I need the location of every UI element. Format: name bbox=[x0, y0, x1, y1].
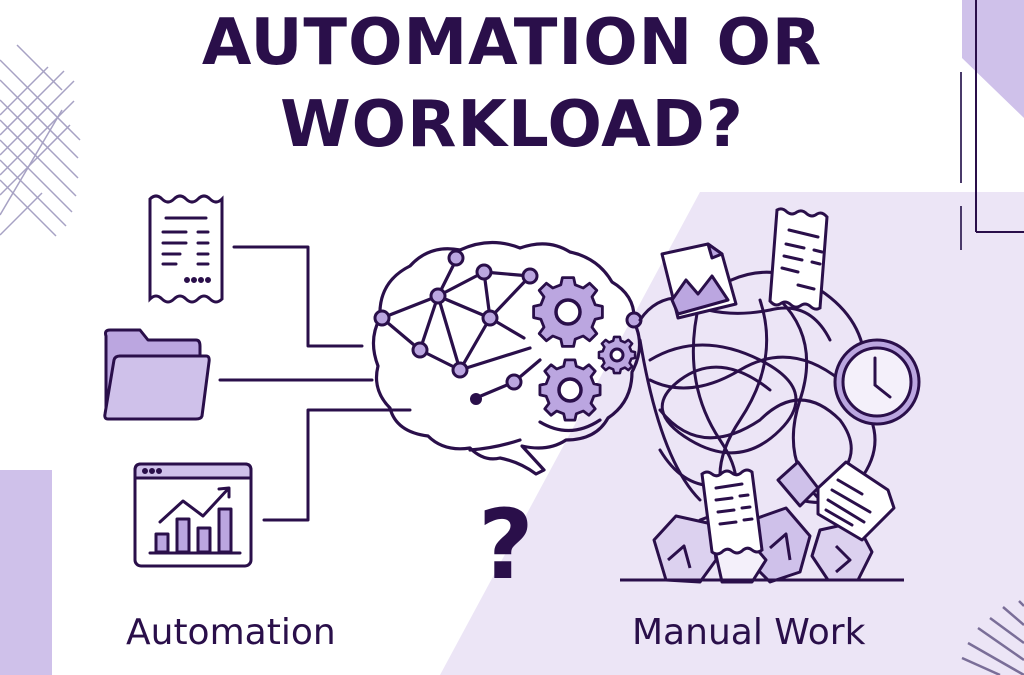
folder-icon bbox=[103, 328, 211, 421]
image-document-icon bbox=[660, 242, 738, 320]
gear-icon bbox=[597, 335, 637, 375]
manual-work-label: Manual Work bbox=[632, 612, 866, 653]
receipt-icon bbox=[768, 207, 829, 311]
page-title: AUTOMATION OR WORKLOAD? bbox=[0, 2, 1024, 166]
automation-label: Automation bbox=[126, 612, 336, 653]
chart-window-icon bbox=[133, 462, 253, 568]
network-end-node bbox=[470, 393, 482, 405]
gear-icon bbox=[532, 276, 604, 348]
gear-icon bbox=[538, 358, 602, 422]
stripe-pattern bbox=[961, 600, 1024, 675]
question-mark: ? bbox=[478, 489, 534, 601]
crosshatch-pattern bbox=[0, 44, 81, 237]
title-line-2: WORKLOAD? bbox=[280, 88, 744, 162]
receipt-icon bbox=[148, 194, 224, 304]
clock-icon bbox=[833, 338, 921, 426]
document-icon bbox=[776, 460, 896, 542]
brain-network-icon bbox=[371, 240, 642, 476]
receipt-icon bbox=[700, 468, 764, 556]
title-line-1: AUTOMATION OR bbox=[201, 6, 823, 80]
